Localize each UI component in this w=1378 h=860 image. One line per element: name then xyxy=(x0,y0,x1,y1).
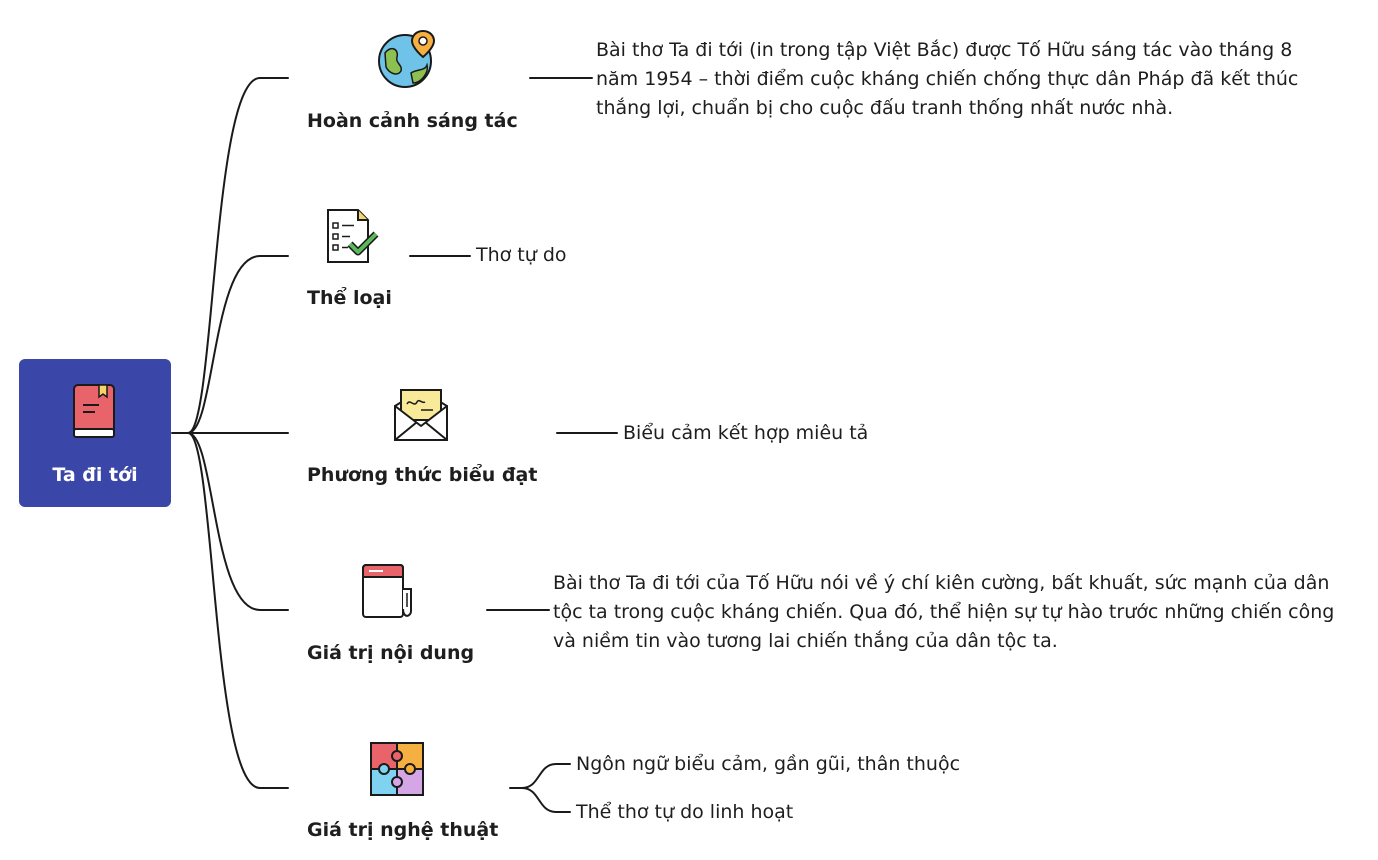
branch-label-noi-dung[interactable]: Giá trị nội dung xyxy=(307,642,475,664)
scroll-notebook-icon xyxy=(357,561,417,621)
root-title: Ta đi tới xyxy=(52,464,138,486)
branch-label-the-loai[interactable]: Thể loại xyxy=(307,287,392,309)
connector-root-branch-4 xyxy=(187,432,289,611)
connector-root-branch-2 xyxy=(187,255,289,434)
connector-root-branch-1 xyxy=(171,77,289,434)
branch-item-the-tho: Thể thơ tự do linh hoạt xyxy=(576,801,794,823)
checklist-document-icon xyxy=(322,206,382,266)
connector-detail-5b xyxy=(521,787,571,813)
branch-label-nghe-thuat[interactable]: Giá trị nghệ thuật xyxy=(307,819,499,841)
open-envelope-letter-icon xyxy=(391,384,451,444)
red-book-icon xyxy=(69,381,121,441)
branch-detail-hoan-canh: Bài thơ Ta đi tới (in trong tập Việt Bắc… xyxy=(596,39,1299,119)
branch-label-phuong-thuc[interactable]: Phương thức biểu đạt xyxy=(307,464,538,486)
root-node[interactable]: Ta đi tới xyxy=(19,359,171,507)
branch-detail-phuong-thuc: Biểu cảm kết hợp miêu tả xyxy=(623,422,869,444)
puzzle-pieces-icon xyxy=(367,739,427,799)
branch-detail-noi-dung: Bài thơ Ta đi tới của Tố Hữu nói về ý ch… xyxy=(553,572,1335,652)
connector-detail-5a xyxy=(509,763,571,789)
branch-label-hoan-canh[interactable]: Hoàn cảnh sáng tác xyxy=(307,110,518,132)
globe-location-pin-icon xyxy=(377,29,437,89)
connector-root-branch-5 xyxy=(187,432,289,789)
branch-detail-the-loai: Thơ tự do xyxy=(476,244,567,266)
branch-item-ngon-ngu: Ngôn ngữ biểu cảm, gần gũi, thân thuộc xyxy=(576,753,961,775)
